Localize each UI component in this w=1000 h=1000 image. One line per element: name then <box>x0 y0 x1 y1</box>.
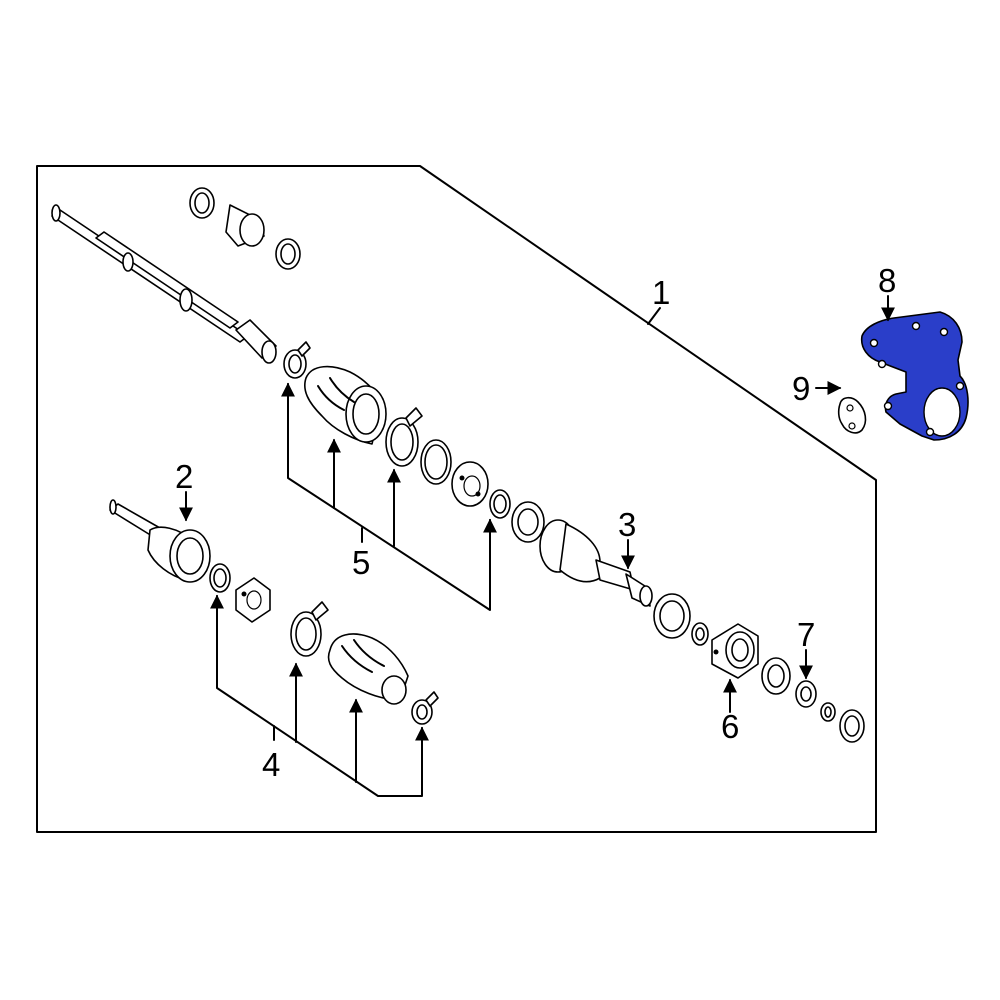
snap-ring-small-5[interactable] <box>489 489 511 519</box>
snap-ring-large[interactable] <box>420 439 452 485</box>
boot-clamp-large-5[interactable] <box>385 407 423 467</box>
washer[interactable] <box>761 657 791 695</box>
intermediate-shaft[interactable] <box>51 204 277 364</box>
callout-6: 6 <box>721 708 739 745</box>
cv-boot-5[interactable] <box>304 365 387 445</box>
tripod-spider[interactable] <box>451 461 489 507</box>
leader-lines <box>179 295 895 797</box>
inner-cv-joint[interactable] <box>109 499 211 583</box>
snap-ring-4[interactable] <box>209 563 231 593</box>
small-ring[interactable] <box>820 702 836 722</box>
support-bearing-6[interactable] <box>711 623 759 679</box>
assembly-frame <box>36 165 877 833</box>
callout-3: 3 <box>618 506 636 543</box>
boot-clamp-small-5[interactable] <box>283 341 311 379</box>
callout-7: 7 <box>797 616 815 653</box>
callout-9: 9 <box>792 370 810 407</box>
bearing-seal[interactable] <box>653 593 691 639</box>
o-ring[interactable] <box>691 622 709 646</box>
bearing-7[interactable] <box>795 680 817 708</box>
callout-8: 8 <box>878 262 896 299</box>
cv-boot-4[interactable] <box>327 633 409 705</box>
bracket-gasket[interactable] <box>837 396 867 434</box>
callout-4: 4 <box>262 746 280 783</box>
tripod-joint-4[interactable] <box>235 577 271 623</box>
callout-2: 2 <box>175 458 193 495</box>
callout-1: 1 <box>652 274 670 311</box>
bearing-bracket[interactable] <box>860 311 969 441</box>
boot-clamp-small-4[interactable] <box>411 691 439 725</box>
outer-cv-joint[interactable] <box>539 519 653 607</box>
callout-5: 5 <box>352 544 370 581</box>
damper-rings[interactable] <box>189 187 301 270</box>
seal-ring[interactable] <box>511 501 545 543</box>
dust-seal[interactable] <box>839 709 865 743</box>
boot-clamp-large-4[interactable] <box>290 601 329 657</box>
